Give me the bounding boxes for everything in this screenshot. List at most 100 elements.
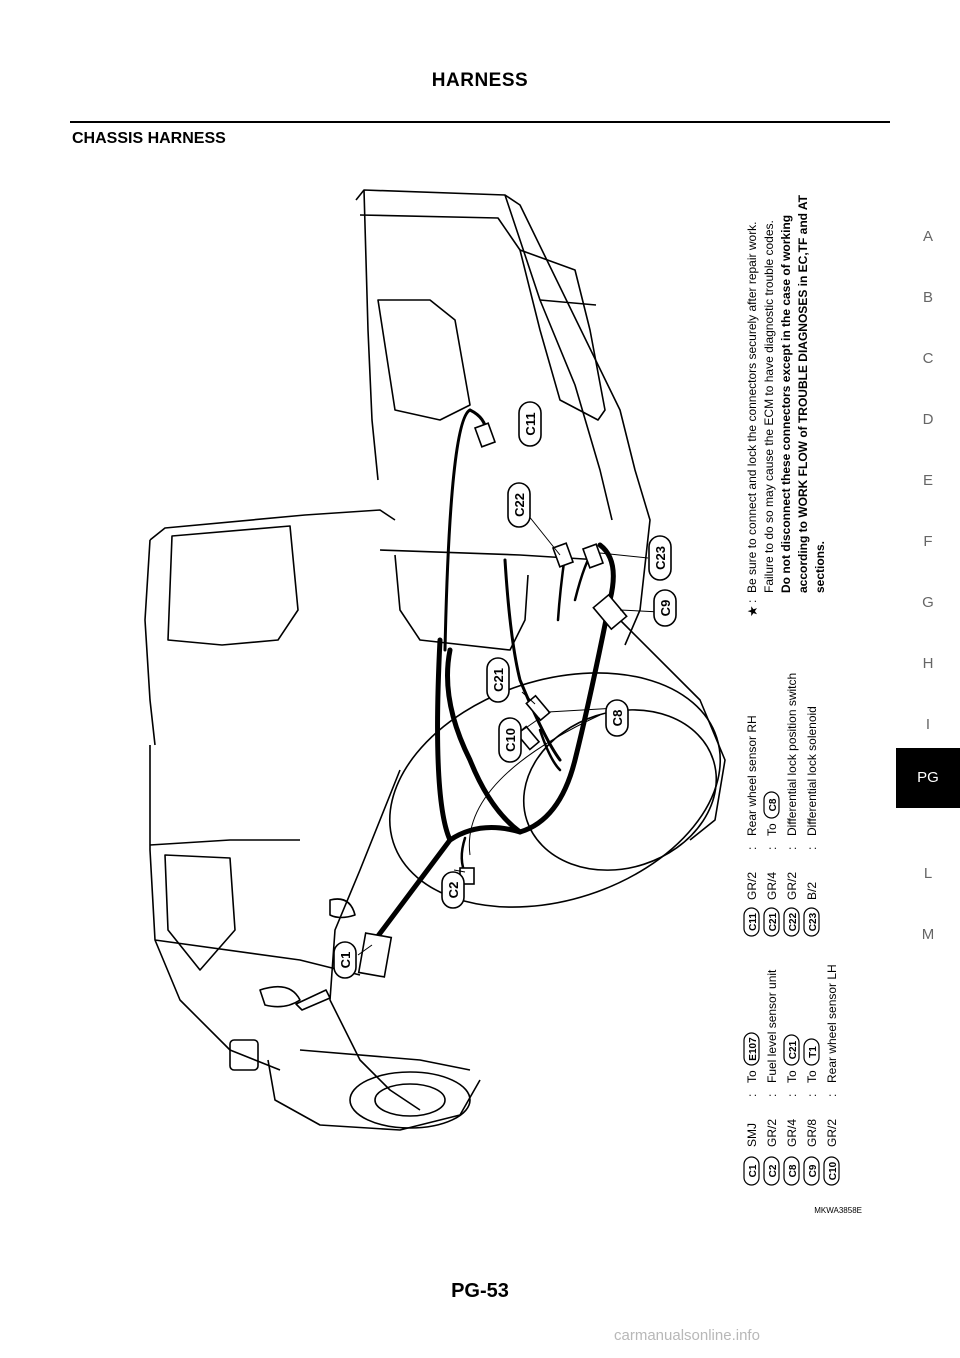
svg-text:C21: C21	[768, 912, 779, 931]
svg-text::: :	[785, 1094, 799, 1097]
svg-text:GR/2: GR/2	[785, 872, 799, 900]
svg-text:C9: C9	[808, 1164, 819, 1177]
svg-text:Fuel level sensor unit: Fuel level sensor unit	[765, 969, 779, 1083]
callout-c22: C22	[507, 482, 531, 528]
svg-text:T1: T1	[808, 1046, 819, 1058]
svg-text::: :	[765, 847, 779, 850]
svg-text:GR/4: GR/4	[785, 1119, 799, 1147]
tab-pg[interactable]: PG	[896, 748, 960, 808]
svg-text:E107: E107	[748, 1037, 759, 1061]
harness-wires	[372, 408, 616, 943]
c22-connector	[551, 542, 575, 568]
callout-c2: C2	[441, 871, 465, 909]
svg-text:C8: C8	[788, 1164, 799, 1177]
callout-c23: C23	[648, 535, 672, 581]
tab-i[interactable]: I	[925, 716, 931, 733]
svg-text:GR/4: GR/4	[765, 872, 779, 900]
svg-text:C10: C10	[828, 1161, 839, 1180]
svg-text::: :	[785, 847, 799, 850]
page-title: HARNESS	[431, 70, 529, 91]
note-block: ★ : Be sure to connect and lock the conn…	[745, 194, 827, 617]
callout-c21: C21	[486, 657, 510, 703]
legend-row-c10: C10 GR/2 : Rear wheel sensor LH	[823, 964, 840, 1186]
svg-text:To: To	[745, 1070, 759, 1083]
svg-text::: :	[825, 1094, 839, 1097]
svg-text:C11: C11	[748, 913, 759, 931]
tab-l[interactable]: L	[923, 865, 933, 882]
tab-c[interactable]: C	[922, 350, 934, 367]
svg-text:C22: C22	[788, 912, 799, 931]
svg-text:C2: C2	[446, 882, 461, 899]
svg-text:Rear wheel sensor RH: Rear wheel sensor RH	[745, 715, 759, 836]
c9-connector	[592, 593, 628, 631]
legend-row-c1: C1 SMJ : To E107	[743, 1032, 760, 1186]
svg-text:C1: C1	[338, 952, 353, 969]
tab-d[interactable]: D	[922, 411, 934, 428]
svg-text:C22: C22	[512, 493, 527, 517]
c11-connector	[473, 422, 497, 448]
tab-m[interactable]: M	[921, 926, 935, 943]
svg-text:GR/2: GR/2	[825, 1119, 839, 1147]
vehicle-outline	[144, 189, 726, 1131]
svg-text:SMJ: SMJ	[745, 1123, 759, 1147]
svg-text:C23: C23	[808, 912, 819, 931]
tab-e[interactable]: E	[922, 472, 933, 489]
star-icon: ★	[745, 605, 760, 617]
svg-text:C8: C8	[610, 710, 625, 727]
note-line-4: according to WORK FLOW of TROUBLE DIAGNO…	[796, 194, 810, 593]
callout-c9: C9	[653, 589, 677, 627]
callout-c11: C11	[518, 401, 542, 447]
svg-text:C9: C9	[658, 600, 673, 617]
tab-a[interactable]: A	[922, 228, 933, 245]
legend-row-c2: C2 GR/2 : Fuel level sensor unit	[763, 969, 780, 1186]
svg-text::: :	[745, 1094, 759, 1097]
legend-row-c22: C22 GR/2 : Differential lock position sw…	[783, 673, 800, 937]
svg-text:Rear wheel sensor LH: Rear wheel sensor LH	[825, 964, 839, 1083]
svg-text:To: To	[765, 823, 779, 836]
c1-connector	[357, 932, 393, 978]
svg-text:To: To	[805, 1070, 819, 1083]
callout-c8: C8	[605, 699, 629, 737]
header-rule	[70, 121, 890, 123]
svg-text:C23: C23	[653, 546, 668, 570]
svg-text::: :	[765, 1094, 779, 1097]
svg-text:C1: C1	[748, 1164, 759, 1177]
tab-h[interactable]: H	[922, 655, 934, 672]
callout-c10: C10	[498, 717, 522, 763]
note-line-5: sections.	[813, 541, 827, 593]
c23-connector	[581, 543, 605, 569]
tab-b[interactable]: B	[922, 289, 933, 306]
svg-text:To: To	[785, 1070, 799, 1083]
svg-text:GR/8: GR/8	[805, 1119, 819, 1147]
footer-watermark: carmanualsonline.info	[614, 1327, 760, 1344]
callout-capsules: C1 C2 C8 C9 C10 C11 C21 C22	[333, 401, 677, 979]
legend-left: C1 SMJ : To E107 C2 GR/2 : Fuel level se…	[743, 964, 840, 1186]
legend-row-c11: C11 GR/2 : Rear wheel sensor RH	[743, 715, 760, 937]
legend-row-c21: C21 GR/4 : To C8	[763, 791, 780, 937]
page-number: PG-53	[451, 1280, 509, 1302]
tab-f[interactable]: F	[923, 533, 933, 550]
svg-text:C11: C11	[523, 412, 538, 435]
svg-text:Differential lock position swi: Differential lock position switch	[785, 673, 799, 836]
svg-text:C21: C21	[491, 668, 506, 692]
svg-text:GR/2: GR/2	[745, 872, 759, 900]
svg-text:C21: C21	[788, 1040, 799, 1059]
figure-code: MKWA3858E	[814, 1206, 862, 1215]
legend-row-c9: C9 GR/8 : To T1	[803, 1038, 820, 1186]
callout-c1: C1	[333, 941, 357, 979]
legend-row-c23: C23 B/2 : Differential lock solenoid	[803, 706, 820, 937]
legend-row-c8: C8 GR/4 : To C21	[783, 1034, 800, 1186]
svg-text::: :	[745, 847, 759, 850]
svg-text::: :	[745, 600, 759, 603]
note-line-1: Be sure to connect and lock the connecto…	[745, 221, 759, 593]
tab-g[interactable]: G	[922, 594, 934, 611]
svg-text:C2: C2	[768, 1164, 779, 1177]
svg-text:C8: C8	[768, 798, 779, 811]
legend-right: C11 GR/2 : Rear wheel sensor RH C21 GR/4…	[743, 673, 820, 937]
svg-text:GR/2: GR/2	[765, 1119, 779, 1147]
svg-text::: :	[805, 1094, 819, 1097]
svg-text:B/2: B/2	[805, 882, 819, 900]
note-line-3: Do not disconnect these connectors excep…	[779, 215, 793, 593]
section-title: CHASSIS HARNESS	[72, 130, 226, 147]
